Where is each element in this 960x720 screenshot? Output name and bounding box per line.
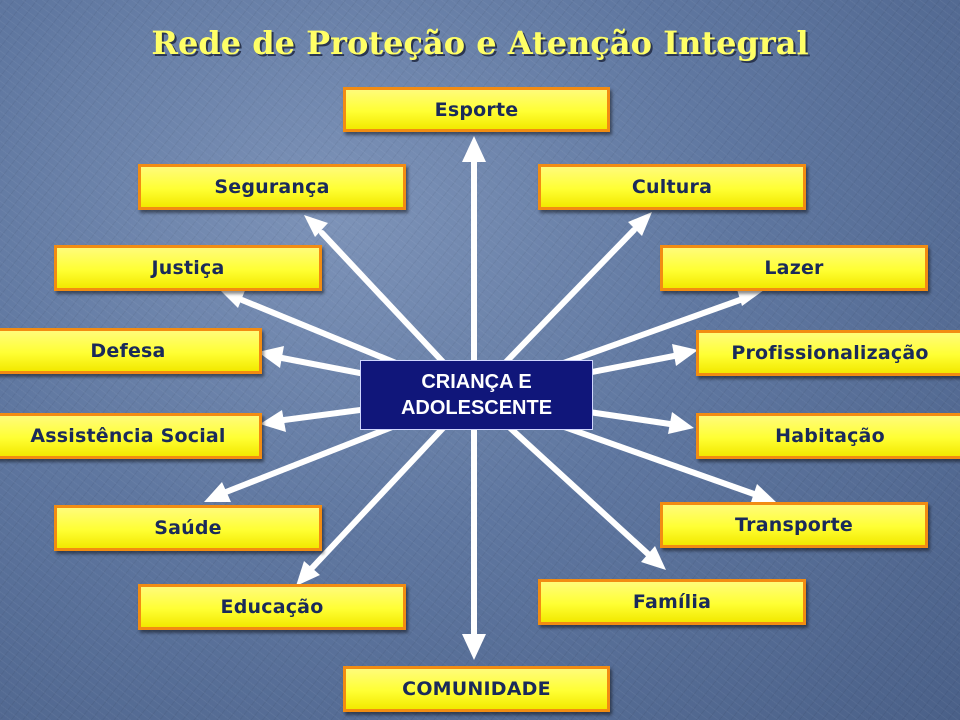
node-habitacao: Habitação <box>696 413 960 459</box>
arrowhead-profissionalizacao <box>672 344 698 366</box>
arrowhead-esporte <box>462 136 486 162</box>
arrowhead-lazer <box>736 286 764 306</box>
node-familia: Família <box>538 579 806 625</box>
node-cultura: Cultura <box>538 164 806 210</box>
node-assistencia-social: Assistência Social <box>0 413 262 459</box>
node-profissionalizacao: Profissionalização <box>696 330 960 376</box>
diagram-title: Rede de Proteção e Atenção Integral <box>151 24 809 62</box>
node-transporte: Transporte <box>660 502 928 548</box>
arrowhead-cultura <box>628 212 652 236</box>
arrowhead-justica <box>220 288 246 308</box>
arrowhead-defesa <box>258 346 284 368</box>
node-comunidade: COMUNIDADE <box>343 666 610 712</box>
node-seguranca: Segurança <box>138 164 406 210</box>
center-line-2: ADOLESCENTE <box>400 397 553 419</box>
node-defesa: Defesa <box>0 328 262 374</box>
node-saude: Saúde <box>54 505 322 551</box>
arrowhead-comunidade <box>462 634 486 660</box>
arrowhead-educacao <box>296 561 320 586</box>
arrowhead-familia <box>641 546 666 570</box>
arrowhead-seguranca <box>304 215 328 237</box>
arrowhead-saude <box>204 482 231 502</box>
arrowhead-transporte <box>750 484 776 505</box>
arrowhead-assistencia-social <box>260 410 286 432</box>
node-justica: Justiça <box>54 245 322 291</box>
node-educacao: Educação <box>138 584 406 630</box>
node-lazer: Lazer <box>660 245 928 291</box>
center-node: CRIANÇA E ADOLESCENTE <box>360 360 593 430</box>
center-line-1: CRIANÇA E <box>421 371 532 393</box>
node-esporte: Esporte <box>343 87 610 132</box>
arrowhead-habitacao <box>668 412 694 434</box>
